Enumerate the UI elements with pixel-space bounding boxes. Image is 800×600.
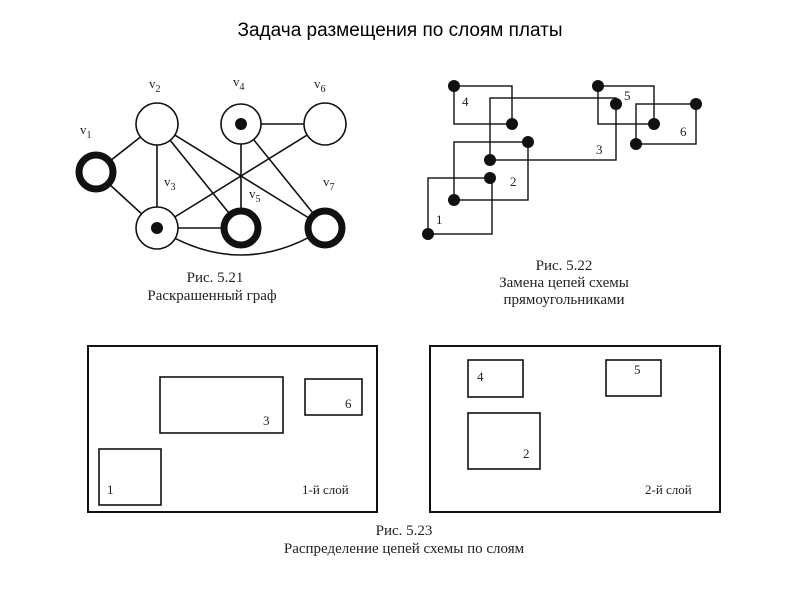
net-rectangles: [427, 85, 697, 235]
vertex-label-v1: v1: [80, 122, 92, 141]
layer-2-rect-5-label: 5: [634, 362, 641, 377]
pin: [610, 98, 622, 110]
layer-2-panel: 4 5 2 2-й слой: [429, 345, 721, 513]
colored-graph: v1 v2 v3 v4 v5 v6 v7 Рис. 5.21 Раскрашен…: [75, 74, 347, 304]
net-rect-1: [427, 177, 493, 235]
layer-2-rect-4: [467, 359, 524, 398]
vertex-label-v7: v7: [323, 174, 335, 193]
vertex-v2: [135, 102, 179, 146]
fig23-caption-number: Рис. 5.23: [376, 523, 433, 539]
pin: [522, 136, 534, 148]
layer-1-rect-3-label: 3: [263, 413, 270, 428]
pin: [592, 80, 604, 92]
net-rect-6: [635, 103, 697, 145]
vertex-label-v5: v5: [249, 186, 261, 205]
pin: [484, 172, 496, 184]
layer-2-rect-2-label: 2: [523, 446, 530, 461]
net-label-5: 5: [624, 88, 631, 103]
rectangles-figure: 1 2 3 4 5 6 Рис. 5.22 Замена цепей схемы…: [422, 80, 702, 308]
net-rect-3: [489, 97, 617, 161]
net-rect-4: [453, 85, 513, 125]
fig23-caption-text: Распределение цепей схемы по слоям: [284, 541, 525, 557]
vertex-v5: [220, 207, 262, 249]
fig22-caption-line2: прямоугольниками: [503, 292, 624, 308]
graph-edges: [95, 123, 326, 256]
layer-1-panel: 3 6 1 1-й слой: [87, 345, 378, 513]
layer-1-rect-6: [304, 378, 363, 416]
vertex-v7: [304, 207, 346, 249]
vertex-label-v4: v4: [233, 74, 245, 93]
fig22-caption-number: Рис. 5.22: [536, 258, 593, 274]
layer-2-rect-5: [605, 359, 662, 397]
pin: [448, 80, 460, 92]
vertex-v3-dot: [151, 222, 163, 234]
slide-title: Задача размещения по слоям платы: [237, 20, 563, 41]
net-pins: [422, 80, 702, 240]
vertex-v1: [75, 151, 117, 193]
layer-1-name: 1-й слой: [302, 482, 349, 497]
edge-v3-v7: [156, 227, 326, 256]
pin: [422, 228, 434, 240]
layer-1-rect-1-label: 1: [107, 482, 114, 497]
pin: [690, 98, 702, 110]
pin: [448, 194, 460, 206]
layer-1-rect-1: [98, 448, 162, 506]
layer-2-name: 2-й слой: [645, 482, 692, 497]
edge-v4-v7: [240, 123, 326, 229]
layer-1-rect-3: [159, 376, 284, 434]
layer-2-rect-2: [467, 412, 541, 470]
pin: [484, 154, 496, 166]
fig22-caption-line1: Замена цепей схемы: [499, 275, 629, 291]
net-label-3: 3: [596, 142, 603, 157]
net-label-4: 4: [462, 94, 469, 109]
layer-2-border: [429, 345, 721, 513]
pin: [506, 118, 518, 130]
vertex-label-v6: v6: [314, 76, 326, 95]
net-label-2: 2: [510, 174, 517, 189]
net-label-6: 6: [680, 124, 687, 139]
fig21-caption-number: Рис. 5.21: [187, 270, 244, 286]
vertex-v6: [303, 102, 347, 146]
edge-v2-v5: [156, 123, 242, 229]
vertex-v4-dot: [235, 118, 247, 130]
pin: [630, 138, 642, 150]
net-rect-5: [597, 85, 655, 125]
net-label-1: 1: [436, 212, 443, 227]
layer-1-border: [87, 345, 378, 513]
layer-1-rect-6-label: 6: [345, 396, 352, 411]
vertex-label-v3: v3: [164, 174, 176, 193]
net-rect-2: [453, 141, 529, 201]
pin: [648, 118, 660, 130]
edge-v3-v6: [156, 123, 326, 229]
vertex-label-v2: v2: [149, 76, 161, 95]
layer-2-rect-4-label: 4: [477, 369, 484, 384]
fig21-caption-text: Раскрашенный граф: [147, 288, 277, 304]
